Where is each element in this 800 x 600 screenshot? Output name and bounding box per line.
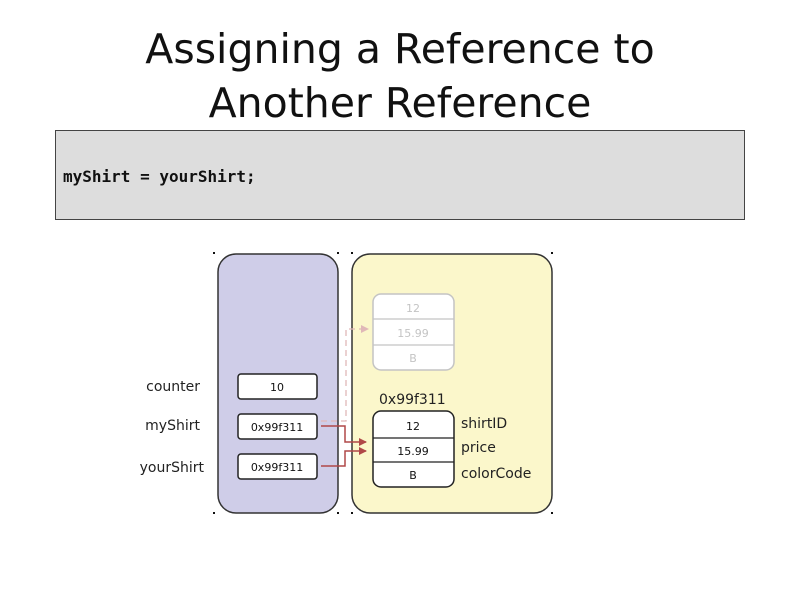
title-line-2: Another Reference [208,79,592,127]
var-label-yourshirt: yourShirt [140,460,205,476]
var-box-myshirt [237,413,318,440]
object-address: 0x99f311 [379,392,446,408]
object-box [372,410,455,488]
yourshirt-reference-arrow [321,447,367,467]
var-value-myshirt: 0x99f311 [251,421,303,434]
old-reference-arrow [321,325,369,422]
var-value-counter: 10 [270,381,284,394]
old-object-cell-2: B [409,352,417,365]
var-label-counter: counter [146,379,200,395]
corner-markers [213,252,553,514]
field-label-price: price [461,440,496,456]
old-object-cell-1: 15.99 [397,327,429,340]
var-label-myshirt: myShirt [145,418,200,434]
slide-title: Assigning a Reference to Another Referen… [0,22,800,130]
old-object-box [372,293,455,371]
myshirt-reference-arrow [321,425,367,446]
field-label-colorcode: colorCode [461,466,531,482]
code-statement: myShirt = yourShirt; [63,167,256,186]
title-line-1: Assigning a Reference to [145,25,655,73]
field-label-shirtid: shirtID [461,416,507,432]
var-box-yourshirt [237,453,318,480]
var-box-counter [237,373,318,400]
var-value-yourshirt: 0x99f311 [251,461,303,474]
object-cell-1: 15.99 [397,445,429,458]
code-box: myShirt = yourShirt; [55,130,745,220]
object-cell-2: B [409,469,417,482]
object-cell-0: 12 [406,420,420,433]
old-object-cell-0: 12 [406,302,420,315]
